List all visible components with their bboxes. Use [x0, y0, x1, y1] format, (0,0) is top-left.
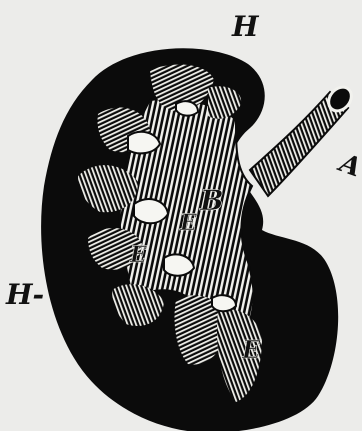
papilla — [134, 199, 168, 223]
papilla — [212, 295, 236, 311]
label-h-top: H — [231, 10, 260, 43]
label-e-1: E — [179, 210, 198, 236]
label-h-left: H- — [5, 278, 44, 311]
label-e-3: E — [241, 335, 261, 364]
label-b: B — [199, 184, 224, 217]
papilla — [176, 101, 198, 115]
label-e-2: E — [129, 242, 148, 268]
